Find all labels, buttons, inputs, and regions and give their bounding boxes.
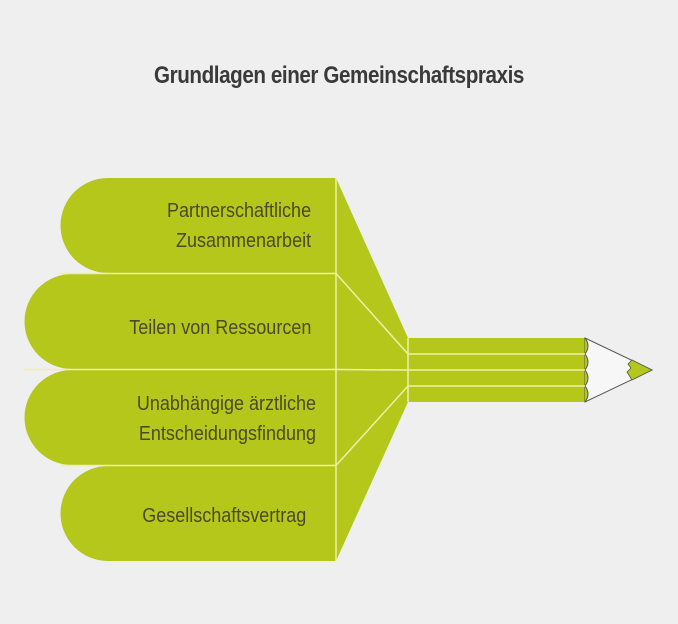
item-label-2: Teilen von Ressourcen	[128, 317, 311, 339]
divider-lines	[24, 178, 585, 561]
finger-3	[24, 370, 337, 465]
pencil-lead	[626, 359, 653, 381]
finger-2	[24, 274, 337, 369]
item-label-1: Partnerschaftliche Zusammenarbeit	[166, 200, 311, 252]
finger-1	[60, 178, 337, 273]
item-label-4: Gesellschaftsvertrag	[141, 505, 306, 527]
item-label-3: Unabhängige ärztliche Entscheidungsfindu…	[136, 393, 316, 445]
diagram-title: Grundlagen einer Gemeinschaftspraxis	[154, 62, 524, 89]
finger-4	[60, 466, 337, 561]
